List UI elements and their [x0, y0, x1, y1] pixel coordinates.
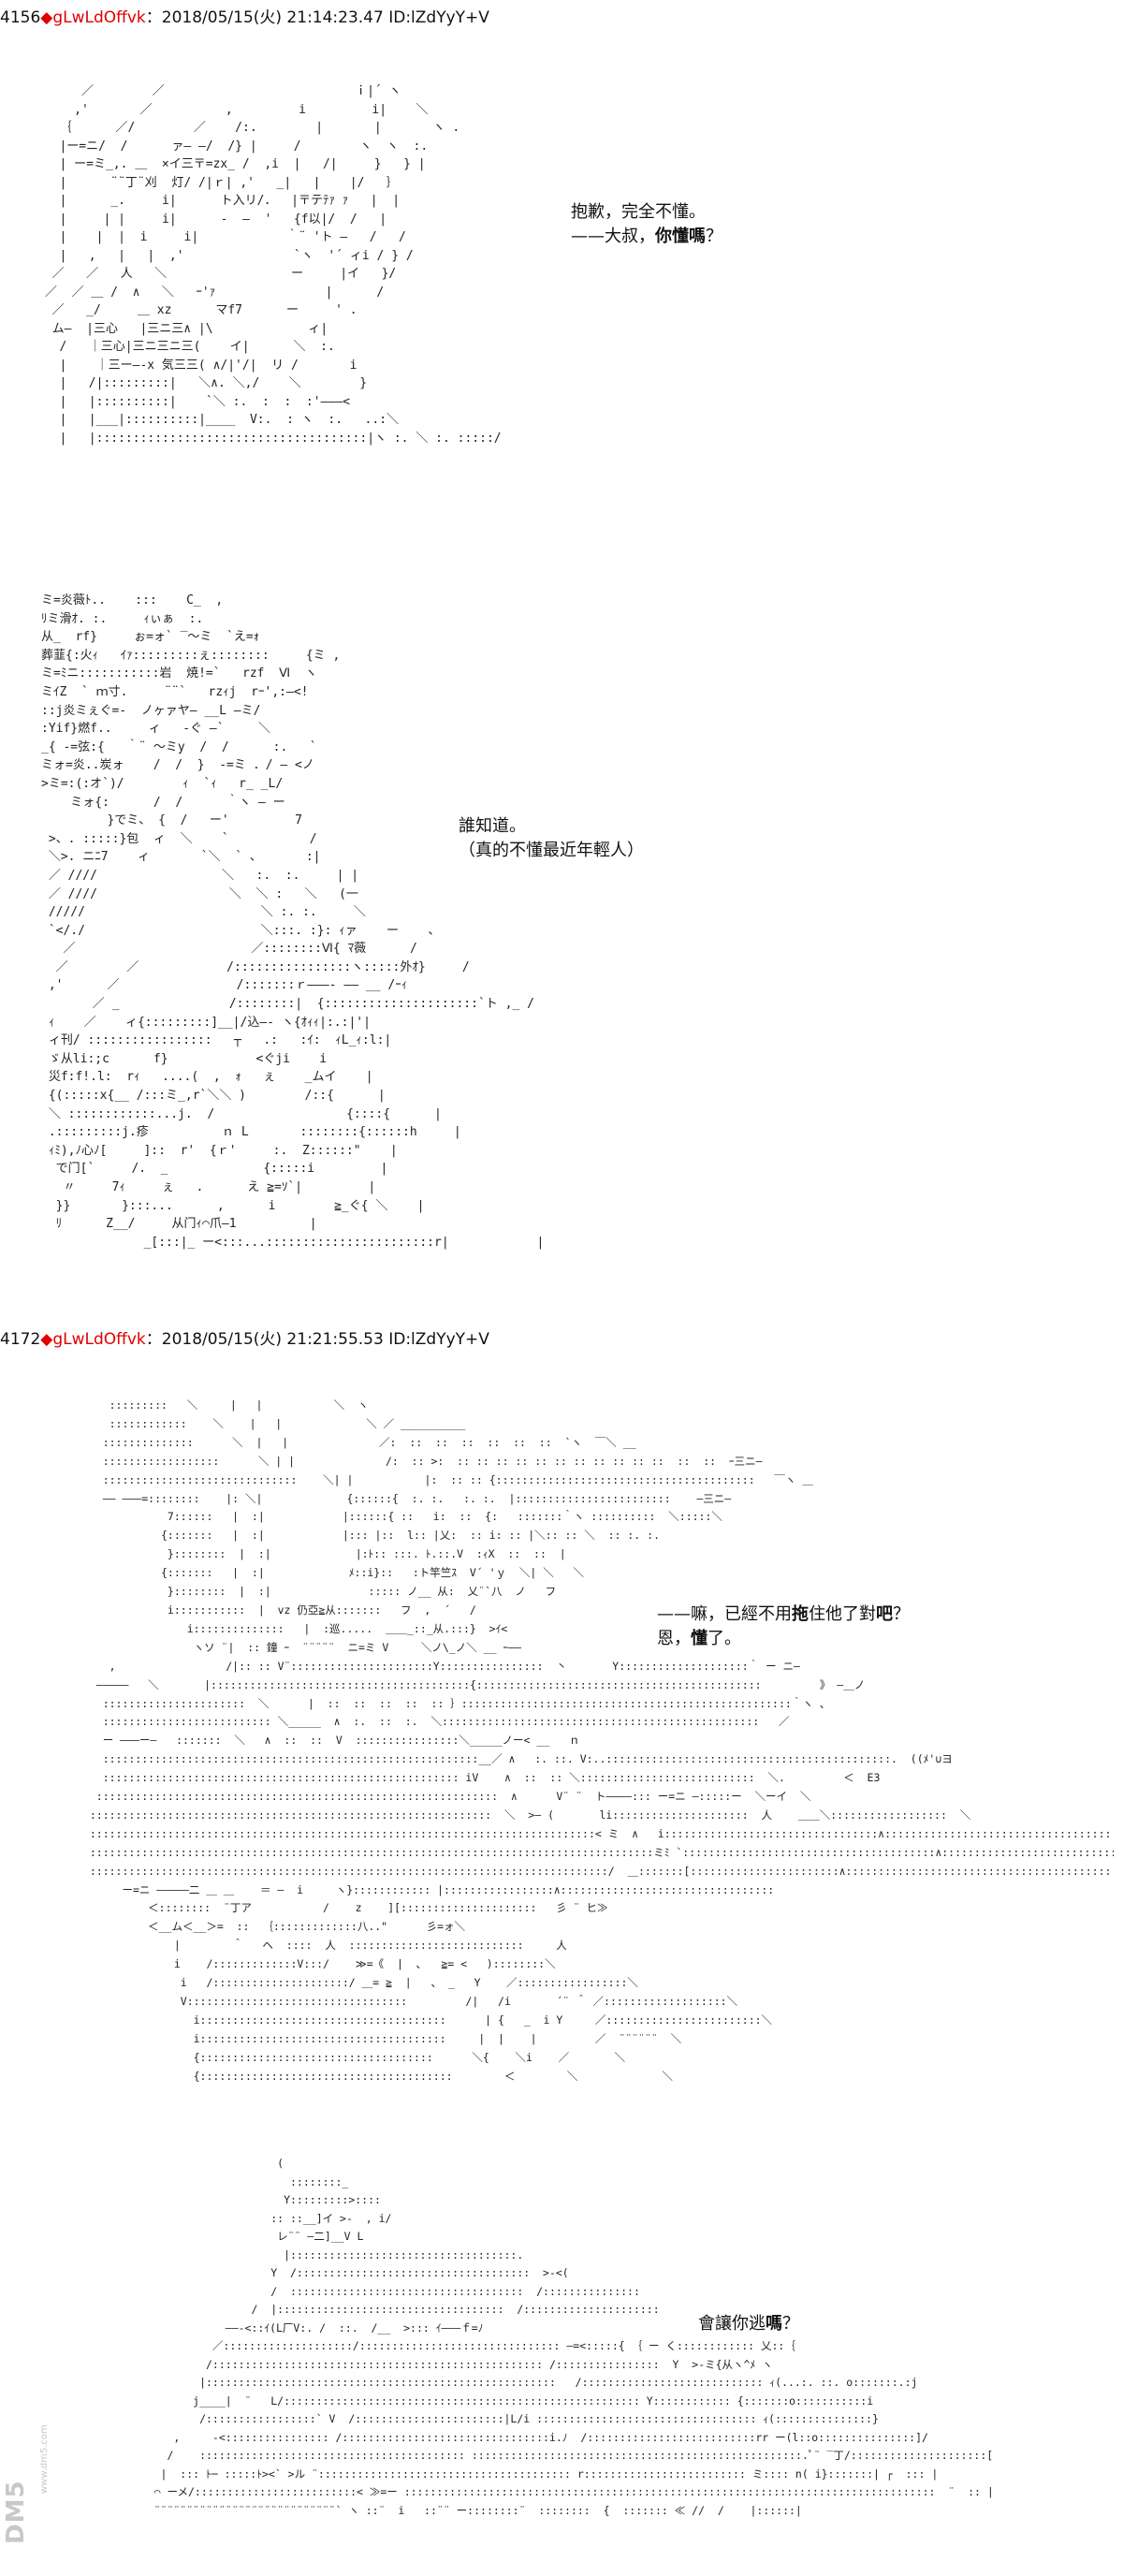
ascii-art-panel: ::::::::: ＼ | | ＼ ヽ :::::::::::: ＼ | | ＼… [89, 1398, 1114, 2083]
dialogue-text: （真的不懂最近年輕人） [459, 841, 644, 860]
dialogue-text-bold: 吧 [876, 1604, 893, 1624]
dialogue-line: 會讓你逃嗎？ [698, 2312, 799, 2336]
dialogue-text: 抱歉，完全不懂。 [571, 202, 706, 222]
dialogue-line: ——大叔，你懂嗎？ [571, 225, 722, 249]
dialogue-line: 誰知道。 [459, 814, 644, 839]
trip-marker: ◆ [40, 1330, 53, 1349]
ascii-art-panel: ／ ／ ｉ|´ ヽ ,' ／ , i i| ＼ ｛ ／/ ／ /:. | | ヽ… [44, 84, 502, 446]
dialogue-line: 抱歉，完全不懂。 [571, 200, 722, 225]
dialogue-text-bold: 懂 [691, 1629, 707, 1648]
dialogue-text: 住他了對 [809, 1604, 876, 1624]
dialogue-text-bold: 你懂嗎 [655, 227, 706, 246]
dialogue-text: 會讓你逃 [698, 2314, 766, 2334]
dialogue-text: ——嘛，已經不用 [657, 1604, 792, 1624]
watermark-url: www.dm5.com [39, 2424, 50, 2494]
site-watermark: DM5 www.dm5.com [2, 2424, 73, 2569]
post-header: 4172◆gLwLdOffvk：2018/05/15(火) 21:21:55.5… [0, 1329, 489, 1350]
dialogue-line: 恩，懂了。 [657, 1627, 910, 1651]
post-header: 4156◆gLwLdOffvk：2018/05/15(火) 21:14:23.4… [0, 7, 489, 28]
ascii-art-panel: ミ=炎薇ﾄ.. ::: C_ , ﾘミ滑ｵ. :. ｨぃぁ :. 从_ rf} … [41, 593, 545, 1250]
dialogue-text-bold: 嗎 [766, 2314, 782, 2334]
watermark-logo: DM5 [2, 2480, 30, 2544]
dialogue-text: ？ [893, 1604, 910, 1624]
dialogue-text: ——大叔， [571, 227, 655, 246]
dialogue-text: 恩， [657, 1629, 691, 1648]
dialogue-block: 誰知道。 （真的不懂最近年輕人） [459, 814, 644, 863]
dialogue-text: 了。 [707, 1629, 741, 1648]
post-meta: ：2018/05/15(火) 21:21:55.53 ID:lZdYyY+V [145, 1330, 489, 1349]
poster-name[interactable]: gLwLdOffvk [52, 1330, 146, 1349]
dialogue-text-bold: 拖 [792, 1604, 809, 1624]
dialogue-text: ？ [782, 2314, 799, 2334]
dialogue-block: 抱歉，完全不懂。 ——大叔，你懂嗎？ [571, 200, 722, 249]
dialogue-text: ？ [706, 227, 722, 246]
trip-marker: ◆ [40, 8, 53, 27]
dialogue-text: 誰知道。 [459, 816, 526, 836]
poster-name[interactable]: gLwLdOffvk [52, 8, 146, 27]
post-number: 4172 [0, 1330, 41, 1349]
dialogue-block: ——嘛，已經不用拖住他了對吧？ 恩，懂了。 [657, 1603, 910, 1651]
post-meta: ：2018/05/15(火) 21:14:23.47 ID:lZdYyY+V [145, 8, 489, 27]
dialogue-line: ——嘛，已經不用拖住他了對吧？ [657, 1603, 910, 1627]
dialogue-line: （真的不懂最近年輕人） [459, 839, 644, 863]
dialogue-block: 會讓你逃嗎？ [698, 2312, 799, 2336]
post-number: 4156 [0, 8, 41, 27]
ascii-art-panel: ( ::::::::_ Y:::::::::>:::: :: ::__]イ >-… [153, 2157, 994, 2517]
